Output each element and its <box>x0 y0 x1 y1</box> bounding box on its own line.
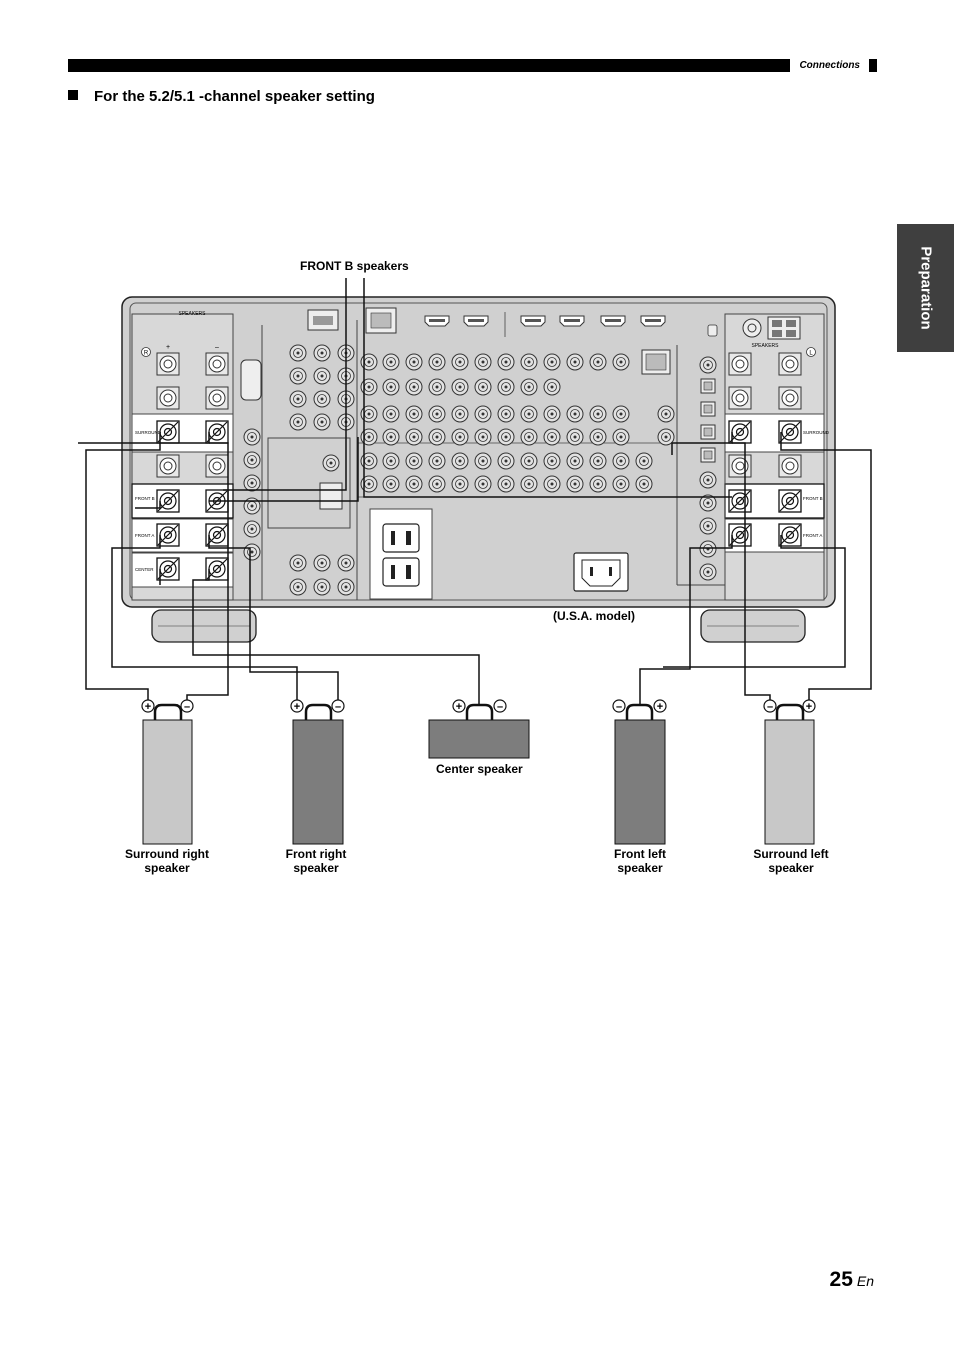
front-b-label-right: FRONT B <box>803 496 823 501</box>
front-left-label: Front left speaker <box>614 847 666 875</box>
svg-text:–: – <box>616 701 622 713</box>
center-speaker-label: Center speaker <box>436 762 523 776</box>
front-left-speaker: – + <box>612 699 667 845</box>
center-speaker: + – <box>428 699 530 759</box>
surround-left-label: Surround left speaker <box>753 847 829 875</box>
section-title: For the 5.2/5.1 -channel speaker setting <box>68 88 375 105</box>
surround-right-label: Surround right speaker <box>125 847 209 875</box>
svg-text:+: + <box>456 701 462 713</box>
svg-text:–: – <box>497 701 503 713</box>
surround-left-speaker: – + <box>763 699 816 845</box>
svg-text:+: + <box>166 344 170 351</box>
center-label-left: CENTER <box>135 567 154 572</box>
speaker-wires <box>78 278 872 706</box>
svg-text:–: – <box>767 701 773 713</box>
front-right-label: Front right speaker <box>285 847 347 875</box>
svg-text:L: L <box>809 351 813 357</box>
svg-text:–: – <box>184 701 190 713</box>
front-b-speakers-label: FRONT B speakers <box>300 259 409 273</box>
section-label: Connections <box>790 59 869 72</box>
surround-label-right: SURROUND <box>803 430 830 435</box>
header-bar: Connections <box>68 59 877 72</box>
surround-label-left: SURROUND <box>135 430 162 435</box>
usa-model-label: (U.S.A. model) <box>553 609 636 623</box>
square-bullet-icon <box>68 90 78 100</box>
front-a-label-left: FRONT A <box>135 533 154 538</box>
speakers-left-label: SPEAKERS <box>179 311 207 317</box>
svg-text:R: R <box>144 351 149 357</box>
side-tab-preparation[interactable]: Preparation <box>897 224 954 352</box>
panel-text: SPEAKERS SPEAKERS SURROUND FRONT B FRONT… <box>135 311 830 572</box>
front-a-label-right: FRONT A <box>803 533 822 538</box>
left-speaker-block: R + – <box>131 313 234 601</box>
svg-text:–: – <box>335 701 341 713</box>
front-b-label-left: FRONT B <box>135 496 155 501</box>
svg-text:+: + <box>145 701 151 713</box>
svg-text:+: + <box>294 701 300 713</box>
right-speaker-block: L <box>707 313 825 601</box>
svg-text:+: + <box>657 701 663 713</box>
middle-panel <box>240 307 726 600</box>
front-right-speaker: + – <box>290 699 345 845</box>
svg-text:+: + <box>806 701 812 713</box>
speakers-right-label: SPEAKERS <box>752 343 780 349</box>
surround-right-speaker: + – <box>141 699 194 845</box>
svg-text:–: – <box>215 344 219 351</box>
speakers: + – + – + – – + – + <box>141 699 816 845</box>
